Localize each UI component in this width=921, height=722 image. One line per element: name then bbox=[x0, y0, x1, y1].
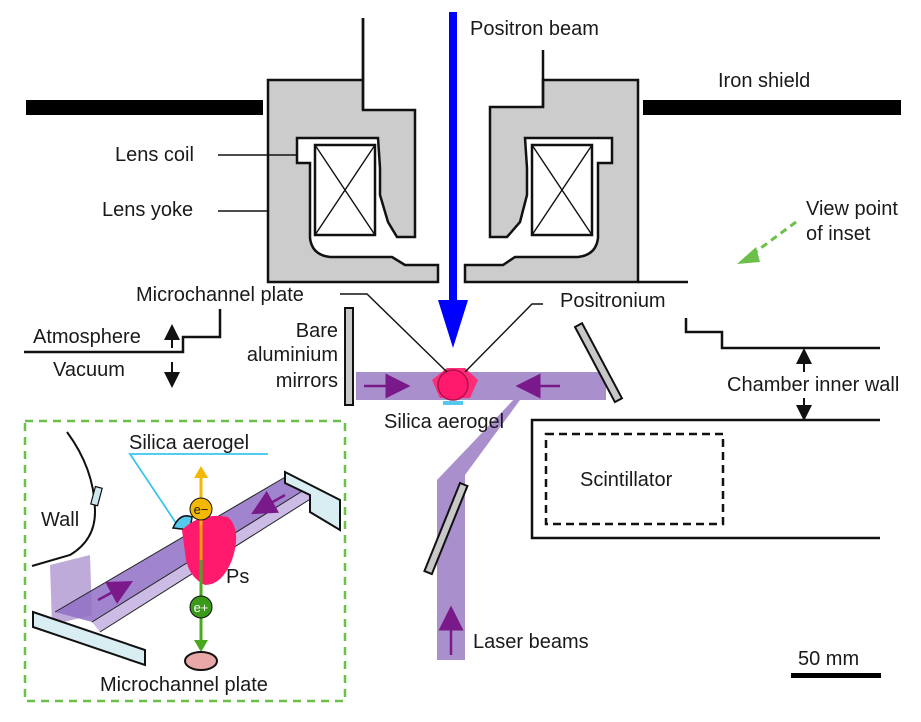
positronium-leader-line bbox=[464, 303, 543, 373]
inset-aerogel-leader bbox=[128, 453, 268, 524]
mcp-leader-line bbox=[340, 293, 448, 373]
label-vacuum: Vacuum bbox=[53, 359, 125, 381]
inset-label-silica-aerogel: Silica aerogel bbox=[129, 432, 249, 454]
label-scintillator: Scintillator bbox=[580, 469, 673, 491]
inset-label-positron: e+ bbox=[194, 600, 209, 615]
inset-mcp bbox=[184, 651, 218, 671]
label-positron-beam: Positron beam bbox=[470, 18, 599, 40]
positronium-target bbox=[432, 368, 478, 405]
mirror-upper-right bbox=[573, 321, 624, 404]
inset-mirror-right bbox=[284, 470, 341, 532]
lens-coil-right bbox=[530, 143, 594, 237]
iron-shield-right bbox=[643, 100, 901, 115]
inset-electron bbox=[189, 497, 213, 521]
lens-coil-left bbox=[313, 143, 377, 237]
atmosphere-vacuum-boundary bbox=[24, 309, 222, 354]
label-lens-yoke: Lens yoke bbox=[102, 199, 193, 221]
chamber-wall-lower bbox=[530, 418, 880, 540]
label-view-point-2: of inset bbox=[806, 223, 871, 245]
inset-mirror-left bbox=[32, 610, 146, 667]
label-positronium: Positronium bbox=[560, 290, 666, 312]
iron-shield-left bbox=[26, 100, 263, 115]
label-mirrors-2: aluminium bbox=[247, 344, 338, 366]
label-chamber-inner-wall: Chamber inner wall bbox=[727, 374, 899, 396]
label-microchannel-plate: Microchannel plate bbox=[136, 284, 304, 306]
inset bbox=[23, 419, 347, 703]
label-scale-bar: 50 mm bbox=[798, 648, 859, 670]
inset-positron bbox=[189, 595, 213, 619]
positron-beam-arrow bbox=[438, 12, 468, 348]
inset-label-electron: e− bbox=[194, 502, 209, 517]
label-view-point-1: View point bbox=[806, 198, 898, 220]
label-lens-coil: Lens coil bbox=[115, 144, 194, 166]
view-point-arrowhead bbox=[737, 247, 760, 264]
inset-wall bbox=[31, 431, 97, 567]
silica-aerogel-sample bbox=[443, 401, 463, 405]
inset-label-wall: Wall bbox=[41, 509, 79, 531]
label-mirrors-1: Bare bbox=[296, 320, 338, 342]
inset-label-microchannel-plate: Microchannel plate bbox=[100, 674, 268, 696]
mirror-lower bbox=[423, 481, 469, 576]
view-point-arrow bbox=[749, 220, 797, 258]
mirror-left bbox=[344, 307, 354, 406]
inset-ps-cloud bbox=[182, 515, 237, 585]
label-mirrors-3: mirrors bbox=[276, 370, 338, 392]
label-iron-shield: Iron shield bbox=[718, 70, 810, 92]
scintillator-box bbox=[544, 432, 725, 526]
inset-label-ps: Ps bbox=[226, 566, 249, 588]
label-laser-beams: Laser beams bbox=[473, 631, 589, 653]
label-atmosphere: Atmosphere bbox=[33, 326, 141, 348]
label-silica-aerogel: Silica aerogel bbox=[384, 411, 504, 433]
lens-yoke-left bbox=[266, 18, 440, 284]
lens-yoke-right bbox=[463, 50, 640, 284]
scale-bar bbox=[791, 673, 881, 678]
chamber-wall-upper bbox=[684, 318, 880, 350]
